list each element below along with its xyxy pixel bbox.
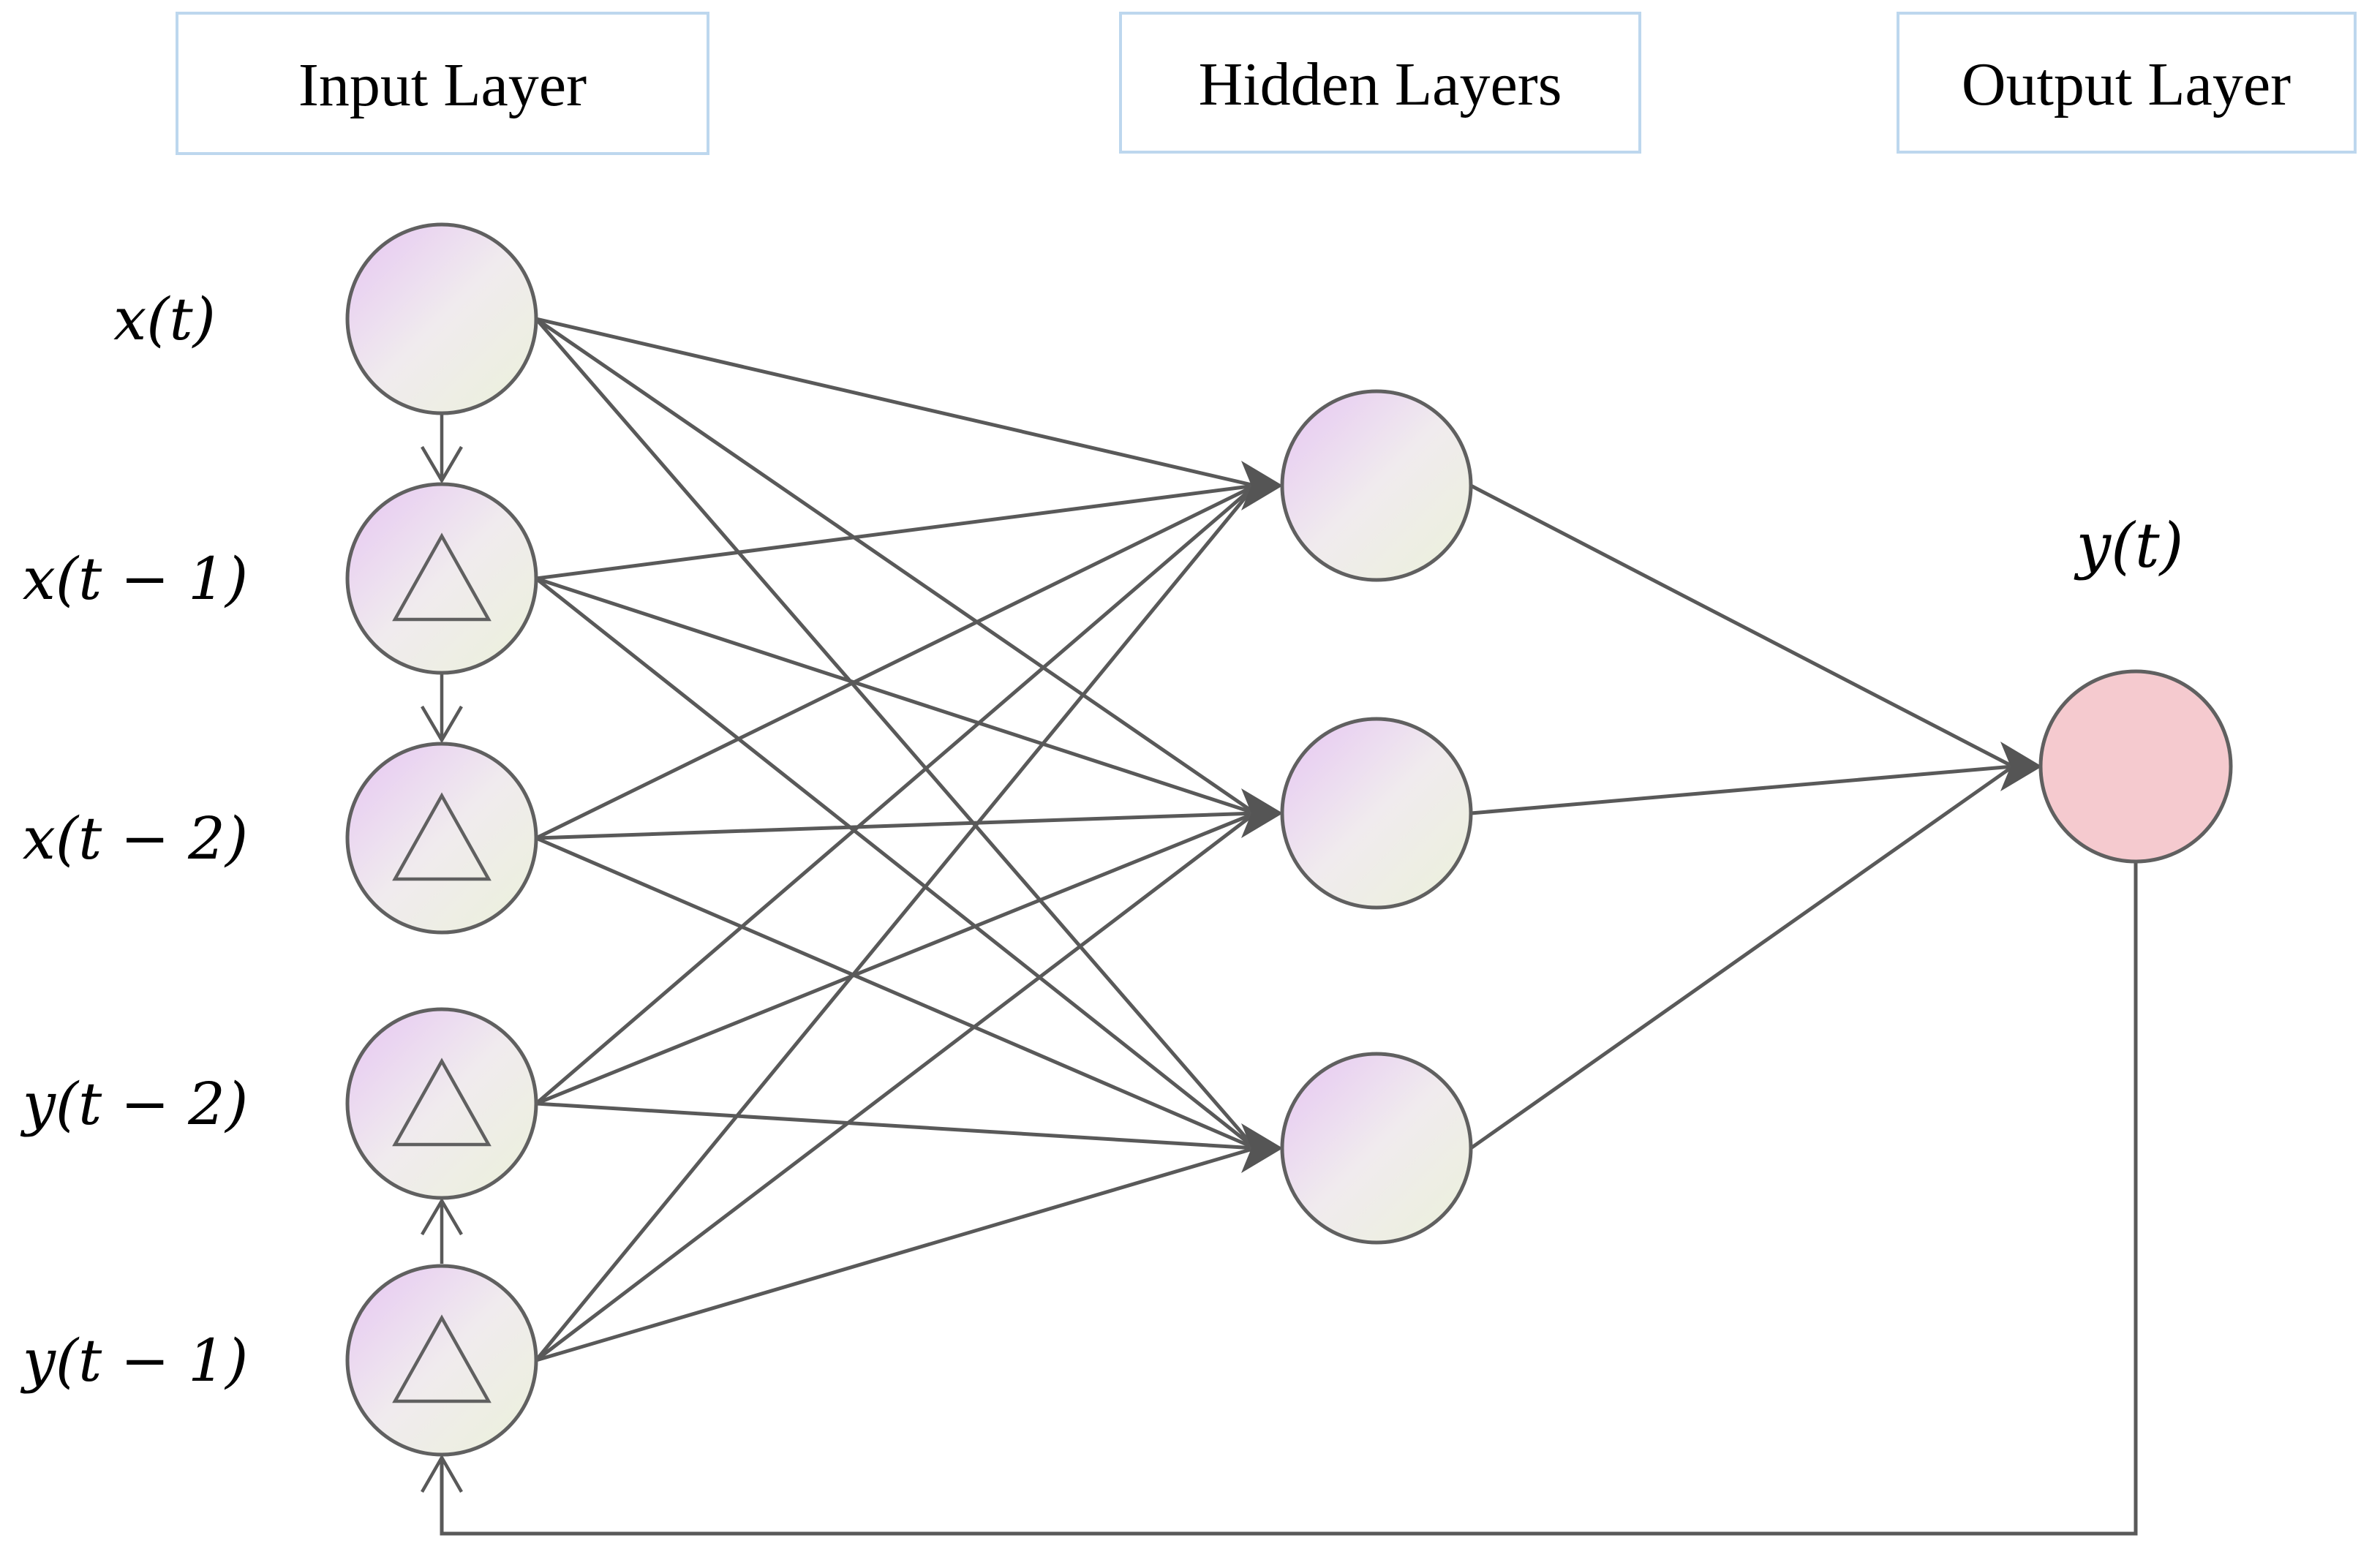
edge-yt2-h3	[535, 1101, 1256, 1150]
hidden-to-output-edges	[1469, 483, 2014, 1150]
output-layer-box	[1897, 12, 2357, 154]
edge-xt2-h1	[535, 483, 1257, 840]
arrow-xt-to-xt1-head-icon	[421, 445, 463, 484]
edge-xt1-h2	[535, 576, 1256, 815]
edge-xt-h1	[535, 317, 1256, 488]
edge-yt1-h2	[535, 812, 1257, 1362]
feedback-loop	[421, 863, 2138, 1536]
delay-triangle-icon	[392, 1314, 492, 1403]
feedback-arrowhead-icon	[421, 1454, 463, 1493]
hidden-layer-nodes	[1280, 389, 1473, 1245]
hidden-node-1	[1280, 389, 1473, 582]
output-node-yt	[2038, 669, 2233, 864]
edge-h3-out	[1469, 764, 2014, 1150]
input-layer-title: Input Layer	[298, 51, 587, 119]
delay-triangle-icon	[392, 532, 492, 622]
delay-chain-arrows	[421, 415, 463, 1264]
input-node-xt1	[345, 482, 538, 675]
edge-yt2-h2	[535, 811, 1256, 1106]
input-layer-box	[176, 12, 709, 155]
delay-triangle-icon	[392, 792, 492, 881]
edge-xt-h2	[535, 317, 1257, 815]
edge-xt1-h3	[535, 577, 1257, 1150]
node-labels: x(t) x(t − 1) x(t − 2) y(t − 2) y(t − 1)…	[20, 285, 2184, 1395]
label-xt: x(t)	[113, 285, 216, 353]
arrow-xt1-to-xt2-head-icon	[421, 705, 463, 744]
input-to-hidden-edges	[535, 317, 1257, 1362]
feedback-path	[440, 863, 2138, 1536]
input-node-yt1	[345, 1264, 538, 1457]
input-node-xt	[345, 222, 538, 415]
layer-title-boxes: Input Layer Hidden Layers Output Layer	[176, 12, 2357, 155]
arrowhead-h1-icon	[1241, 461, 1283, 510]
edge-h1-out	[1469, 483, 2014, 769]
label-yt2: y(t − 2)	[20, 1070, 249, 1138]
edge-xt2-h2	[535, 811, 1256, 840]
arrow-yt1-to-yt2-head-icon	[421, 1197, 463, 1236]
label-xt1: x(t − 1)	[23, 545, 248, 613]
edge-h2-out	[1470, 764, 2014, 815]
hidden-layers-title: Hidden Layers	[1199, 50, 1562, 118]
edge-yt1-h3	[535, 1146, 1256, 1362]
hidden-layers-box	[1119, 12, 1641, 154]
edge-xt-h3	[535, 317, 1257, 1150]
solid-arrowheads	[1241, 461, 2042, 1173]
label-yt1: y(t − 1)	[20, 1327, 249, 1395]
hidden-node-2	[1280, 717, 1473, 910]
hidden-node-3	[1280, 1052, 1473, 1245]
edge-yt1-h1	[535, 484, 1257, 1362]
edge-xt2-h3	[535, 836, 1256, 1150]
edge-xt1-h1	[535, 483, 1256, 581]
output-layer-title: Output Layer	[1962, 50, 2291, 118]
label-yt-output: y(t)	[2074, 510, 2184, 581]
label-xt2: x(t − 2)	[23, 804, 248, 872]
input-node-yt2	[345, 1007, 538, 1200]
input-node-xt2	[345, 742, 538, 935]
delay-triangle-icon	[392, 1058, 492, 1147]
edge-yt2-h1	[535, 484, 1257, 1105]
arrowhead-h3-icon	[1241, 1123, 1283, 1173]
arrowhead-output-icon	[2000, 742, 2042, 791]
input-layer-nodes	[345, 222, 538, 1457]
arrowhead-h2-icon	[1241, 788, 1283, 838]
